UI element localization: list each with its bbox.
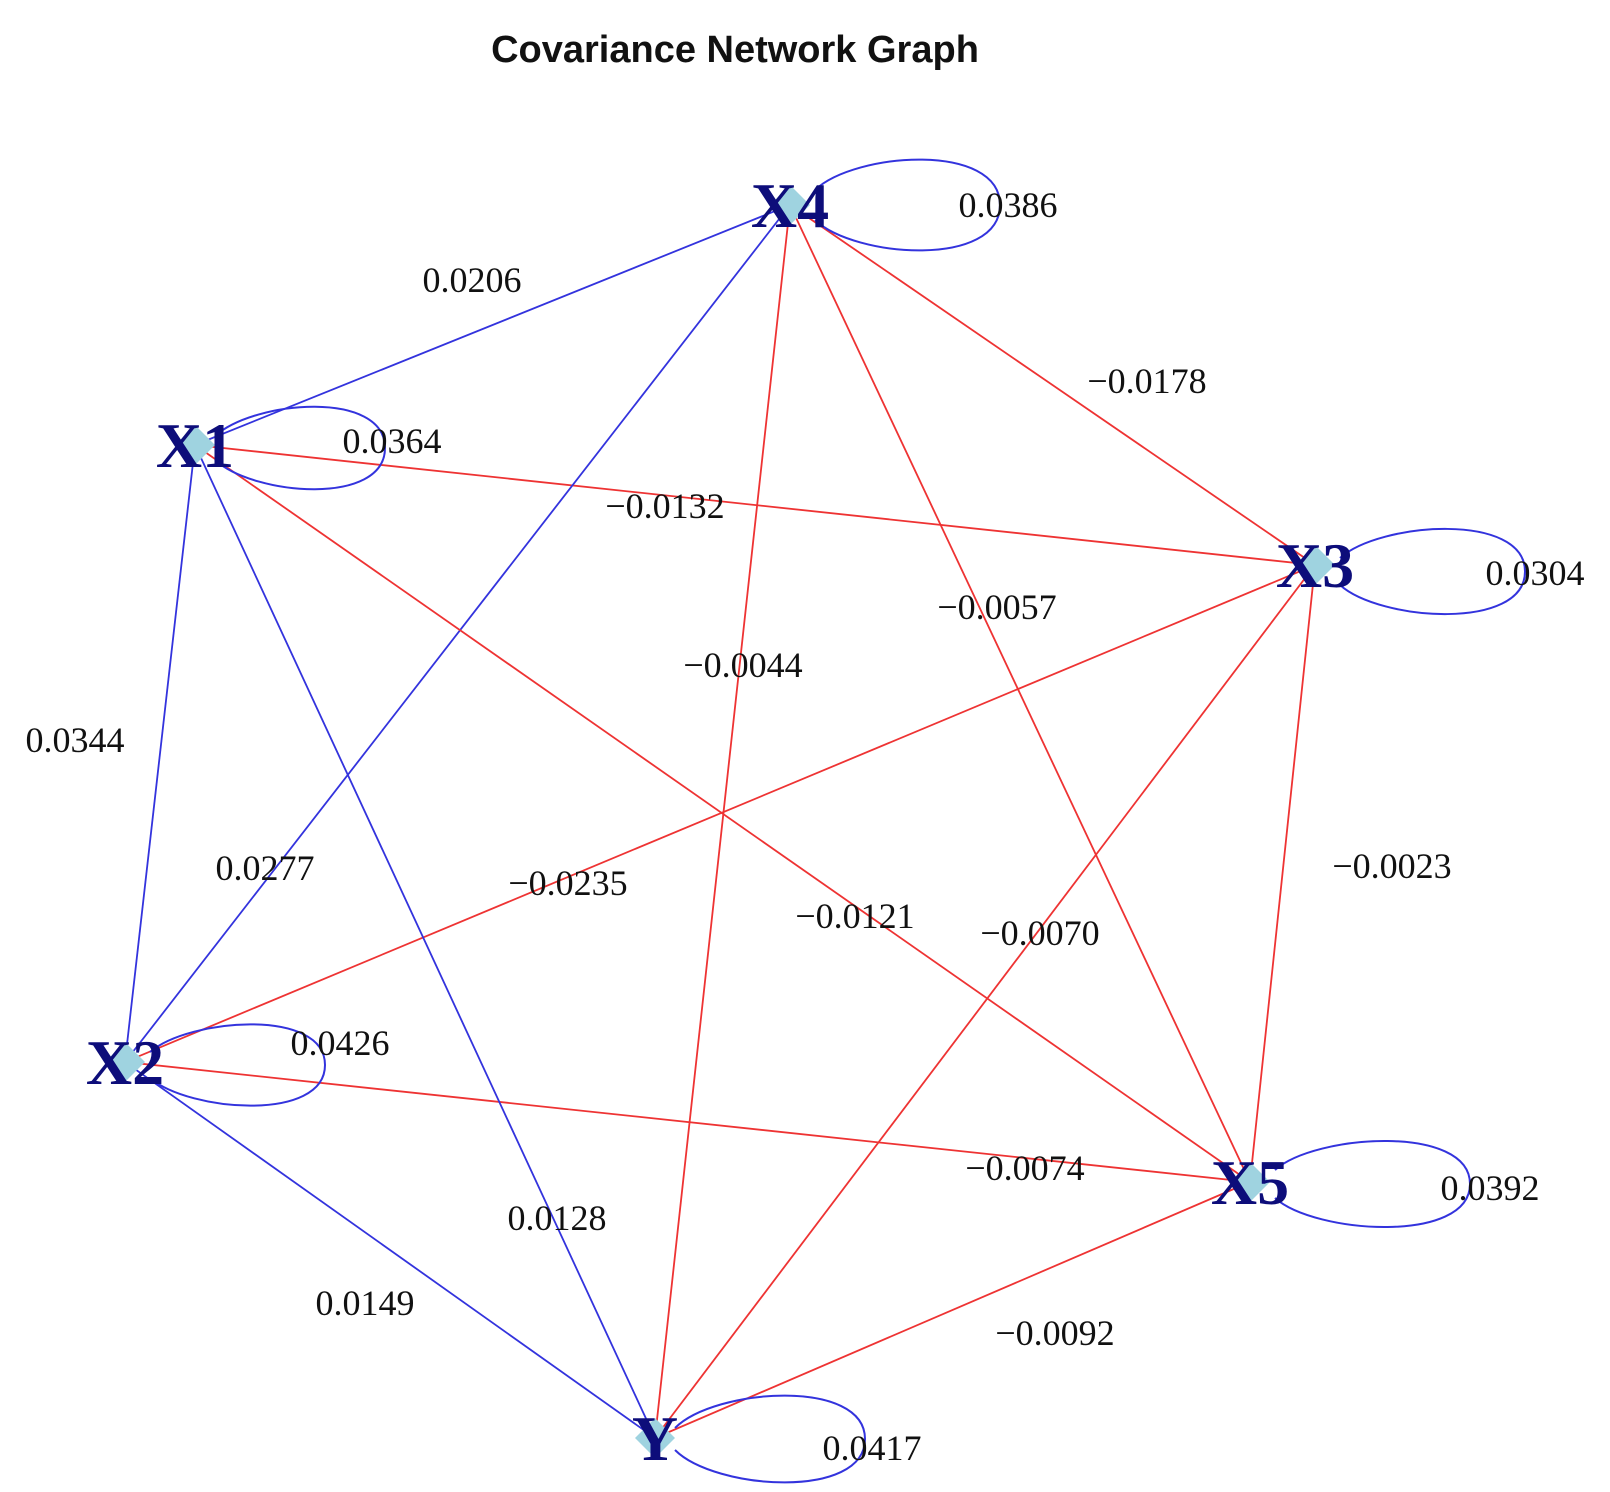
node-label-x3: X3	[1276, 530, 1354, 601]
self-loop-x2	[149, 1023, 327, 1107]
edge-x2-x5	[124, 1061, 1251, 1183]
edge-x4-y	[654, 204, 791, 1439]
edge-x5-y	[654, 1181, 1251, 1439]
self-loop-label-x1: 0.0364	[343, 421, 442, 461]
edge-x1-y	[194, 444, 656, 1439]
edge-x3-y	[654, 564, 1316, 1439]
self-loop-x5	[1274, 1140, 1472, 1228]
node-label-x5: X5	[1211, 1147, 1289, 1218]
edge-label-x2-y: 0.0149	[316, 1283, 415, 1323]
edge-label-x4-x3: −0.0178	[1087, 361, 1206, 401]
node-marker-x2	[105, 1042, 145, 1082]
node-label-x2: X2	[86, 1027, 164, 1098]
self-loop-layer	[149, 158, 1527, 1484]
edge-label-x3-y: −0.0070	[980, 913, 1099, 953]
edge-x3-x5	[1249, 564, 1316, 1183]
edge-label-x1-y: 0.0128	[508, 1198, 607, 1238]
node-label-y: Y	[632, 1403, 678, 1474]
edge-layer	[124, 204, 1316, 1439]
node-marker-x1	[175, 425, 215, 465]
edge-label-layer: 0.0206 −0.0178 −0.0132 −0.0057 −0.0044 0.0344…	[26, 185, 1585, 1468]
node-label-x1: X1	[156, 410, 234, 481]
self-loop-x3	[1339, 527, 1527, 616]
edge-label-x1-x4: 0.0206	[423, 260, 522, 300]
edge-label-x2-x5: −0.0074	[965, 1148, 1084, 1188]
edge-x3-x2	[124, 564, 1316, 1063]
edge-x1-x2	[124, 444, 196, 1063]
self-loop-label-x4: 0.0386	[959, 185, 1058, 225]
edge-label-x3-x5: −0.0023	[1332, 846, 1451, 886]
edge-label-x4-x2: 0.0277	[216, 848, 315, 888]
edge-x1-x4	[194, 204, 791, 446]
edge-label-x5-y: −0.0092	[995, 1313, 1114, 1353]
self-loop-label-y: 0.0417	[823, 1428, 922, 1468]
node-marker-y	[635, 1418, 675, 1458]
node-marker-x5	[1230, 1162, 1270, 1202]
chart-title: Covariance Network Graph	[491, 29, 979, 71]
self-loop-y	[674, 1394, 867, 1484]
edge-x2-y	[124, 1061, 656, 1439]
self-loop-label-x3: 0.0304	[1486, 553, 1585, 593]
edge-label-x4-y: −0.0044	[683, 645, 802, 685]
edge-x1-x3	[194, 444, 1316, 566]
self-loop-x4	[814, 158, 1002, 252]
edge-x4-x3	[789, 204, 1316, 566]
edge-label-x1-x2: 0.0344	[26, 720, 125, 760]
self-loop-label-x2: 0.0426	[291, 1023, 390, 1063]
node-marker-x3	[1295, 545, 1335, 585]
edge-x4-x5	[789, 204, 1251, 1183]
edge-label-x1-x5: −0.0121	[795, 896, 914, 936]
edge-x1-x5	[194, 444, 1251, 1183]
edge-label-x1-x3: −0.0132	[605, 486, 724, 526]
self-loop-label-x5: 0.0392	[1441, 1168, 1540, 1208]
edge-label-x4-x5: −0.0057	[937, 587, 1056, 627]
edge-label-x3-x2: −0.0235	[508, 863, 627, 903]
edge-x4-x2	[124, 204, 791, 1063]
node-label-x4: X4	[751, 170, 829, 241]
node-marker-x4	[770, 185, 810, 225]
self-loop-x1	[214, 405, 387, 491]
